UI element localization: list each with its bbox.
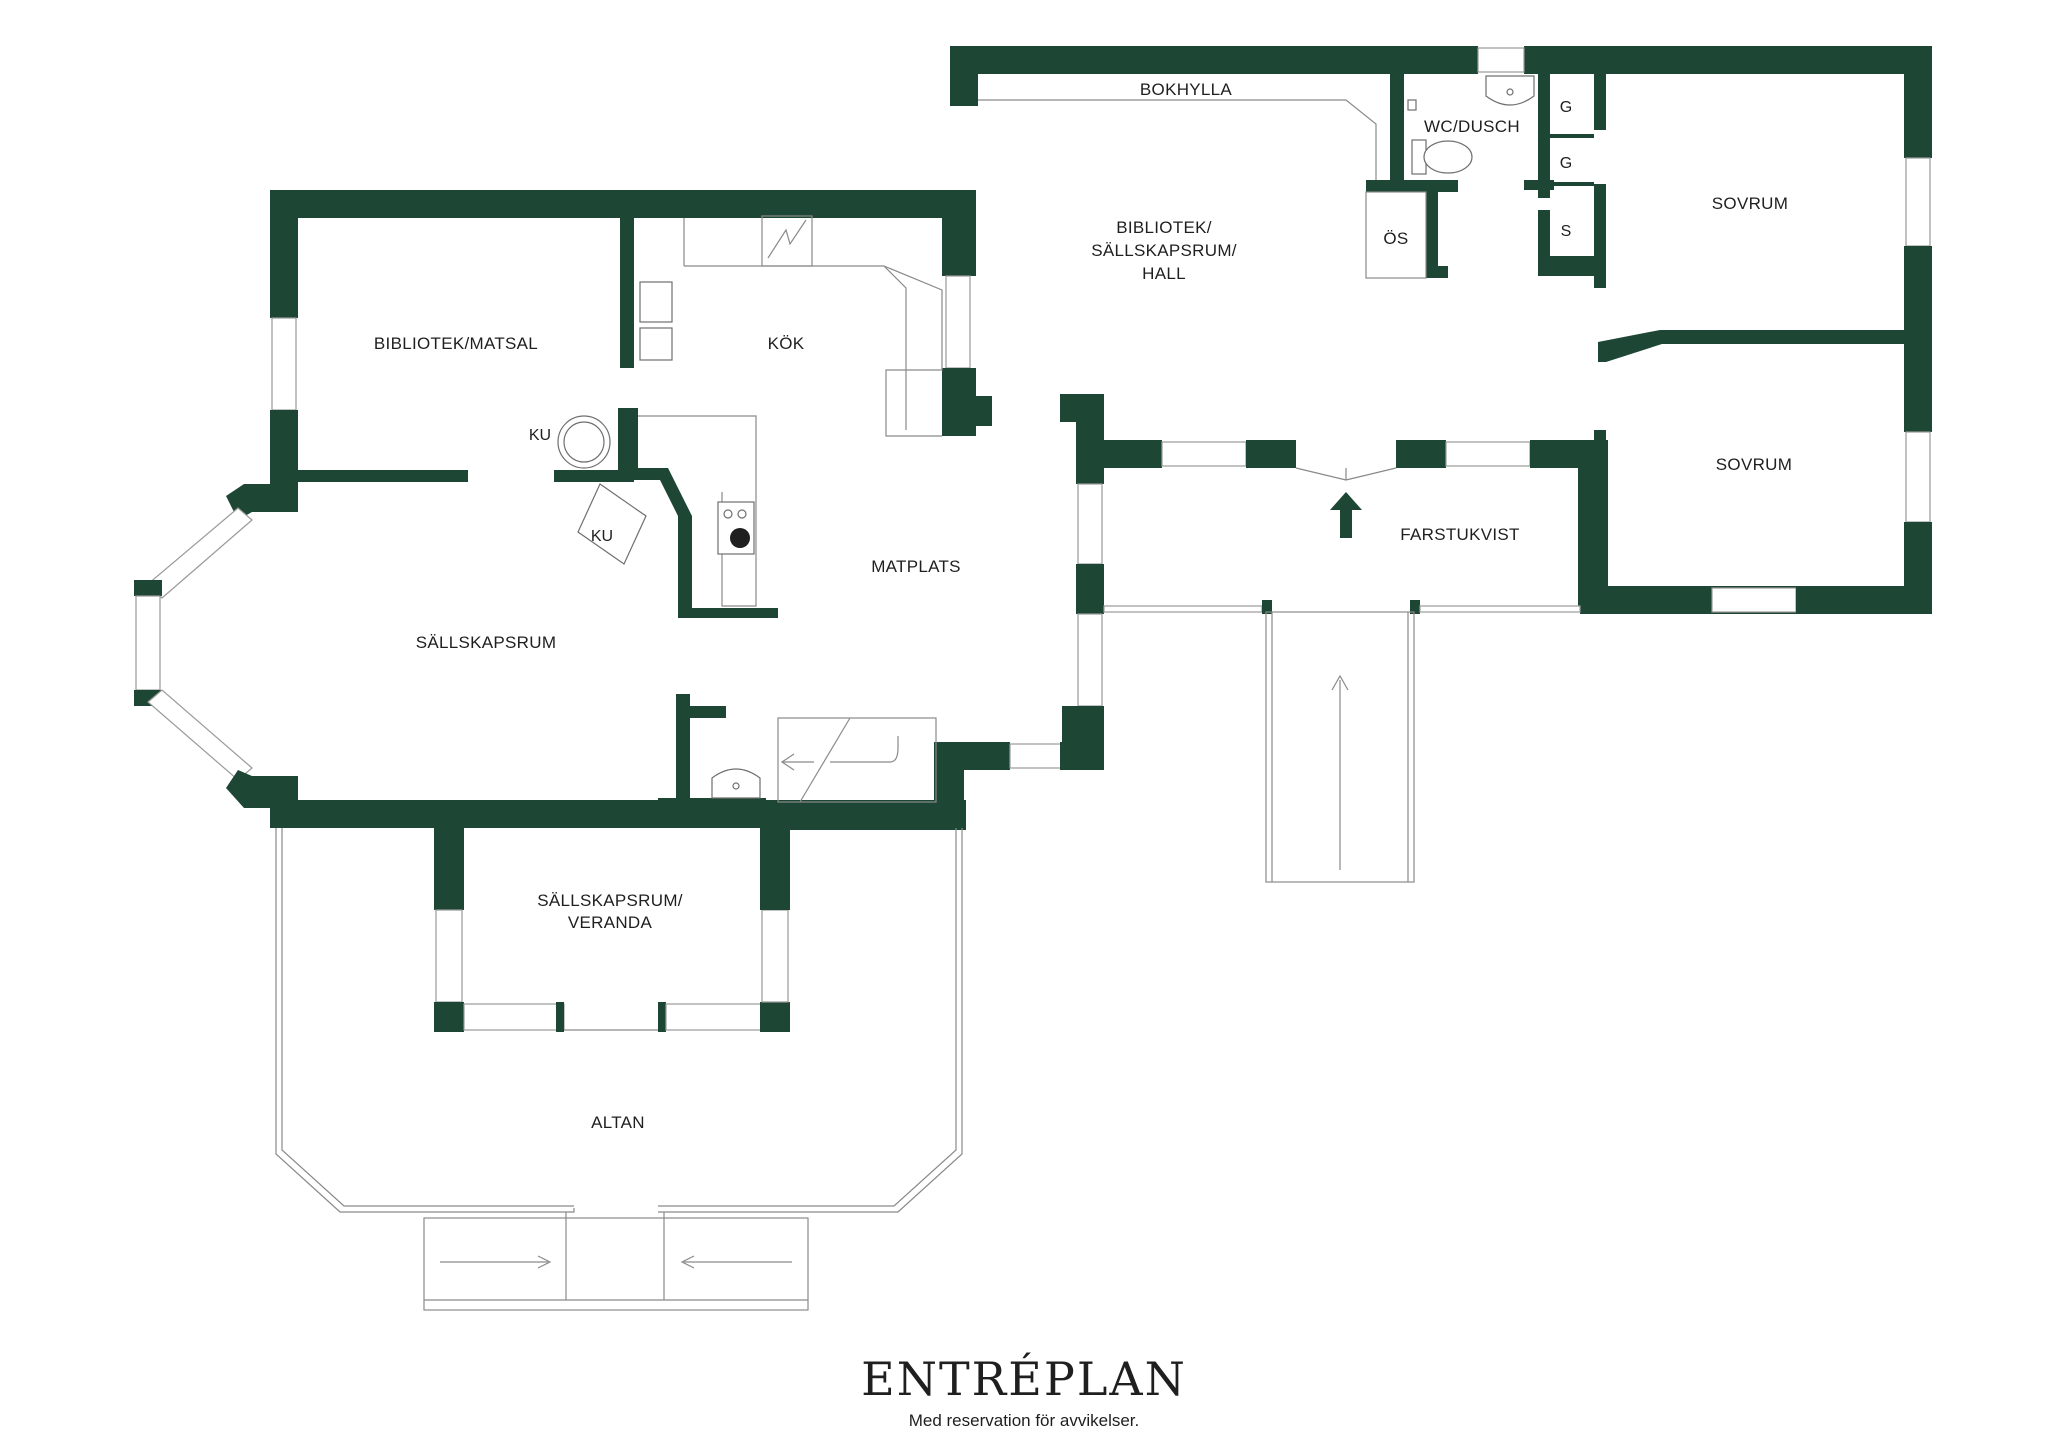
room-label-bibliotek-hall-2: SÄLLSKAPSRUM/ [1091, 241, 1237, 260]
room-label-ku-1: KU [529, 427, 551, 444]
room-label-s: S [1561, 223, 1572, 240]
room-label-wc-dusch: WC/DUSCH [1424, 117, 1520, 136]
right-wing-walls [950, 46, 1932, 614]
room-label-farstukvist: FARSTUKVIST [1400, 525, 1520, 544]
veranda-walls [434, 810, 966, 1032]
room-label-os: ÖS [1383, 229, 1408, 248]
room-labels: BOKHYLLA WC/DUSCH G G S SOVRUM SOVRUM BI… [374, 80, 1792, 1132]
room-label-sovrum-2: SOVRUM [1716, 455, 1792, 474]
room-label-ku-2: KU [591, 528, 613, 545]
plan-disclaimer: Med reservation för avvikelser. [908, 1411, 1140, 1430]
porch-walls [1060, 394, 1608, 883]
room-label-veranda-1: SÄLLSKAPSRUM/ [537, 891, 683, 910]
room-label-bibliotek-matsal: BIBLIOTEK/MATSAL [374, 334, 538, 353]
room-label-sovrum-1: SOVRUM [1712, 194, 1788, 213]
room-label-sallskapsrum: SÄLLSKAPSRUM [416, 633, 557, 652]
room-label-g1: G [1560, 99, 1572, 116]
fixtures [557, 75, 1535, 803]
main-house-walls [134, 190, 1104, 828]
plan-title: ENTRÉPLAN [861, 1352, 1187, 1406]
room-label-bibliotek-hall-1: BIBLIOTEK/ [1116, 218, 1212, 237]
room-label-bibliotek-hall-3: HALL [1142, 264, 1186, 283]
room-label-g2: G [1560, 155, 1572, 172]
room-label-matplats: MATPLATS [871, 557, 961, 576]
room-label-veranda-2: VERANDA [568, 913, 653, 932]
room-label-bokhylla: BOKHYLLA [1140, 80, 1233, 99]
room-label-altan: ALTAN [591, 1113, 645, 1132]
room-label-kok: KÖK [768, 334, 805, 353]
altan-deck [275, 828, 963, 1311]
